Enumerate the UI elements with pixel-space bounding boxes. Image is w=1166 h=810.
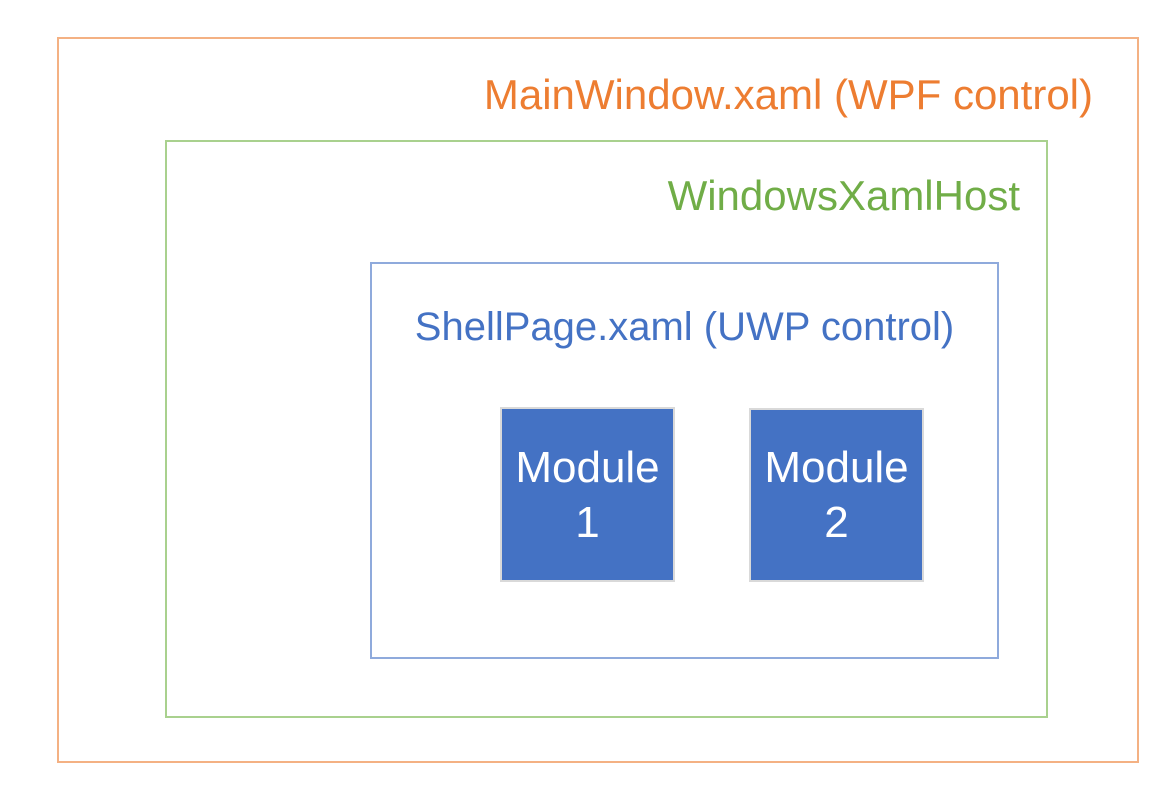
- main-window-box: MainWindow.xaml (WPF control) WindowsXam…: [57, 37, 1139, 763]
- windows-xaml-host-box: WindowsXamlHost ShellPage.xaml (UWP cont…: [165, 140, 1048, 718]
- main-window-label: MainWindow.xaml (WPF control): [483, 71, 1093, 118]
- windows-xaml-host-label: WindowsXamlHost: [667, 172, 1020, 219]
- shell-page-box: ShellPage.xaml (UWP control) Module 1 Mo…: [370, 262, 999, 659]
- shell-page-label: ShellPage.xaml (UWP control): [414, 305, 955, 349]
- module-2-label-line1: Module: [764, 443, 909, 492]
- module-1-label-line1: Module: [515, 442, 660, 492]
- module-2-box: Module 2: [749, 408, 924, 582]
- module-1-box: Module 1: [500, 407, 675, 582]
- module-1-label-line2: 1: [575, 497, 600, 547]
- module-2-label-line2: 2: [824, 498, 849, 547]
